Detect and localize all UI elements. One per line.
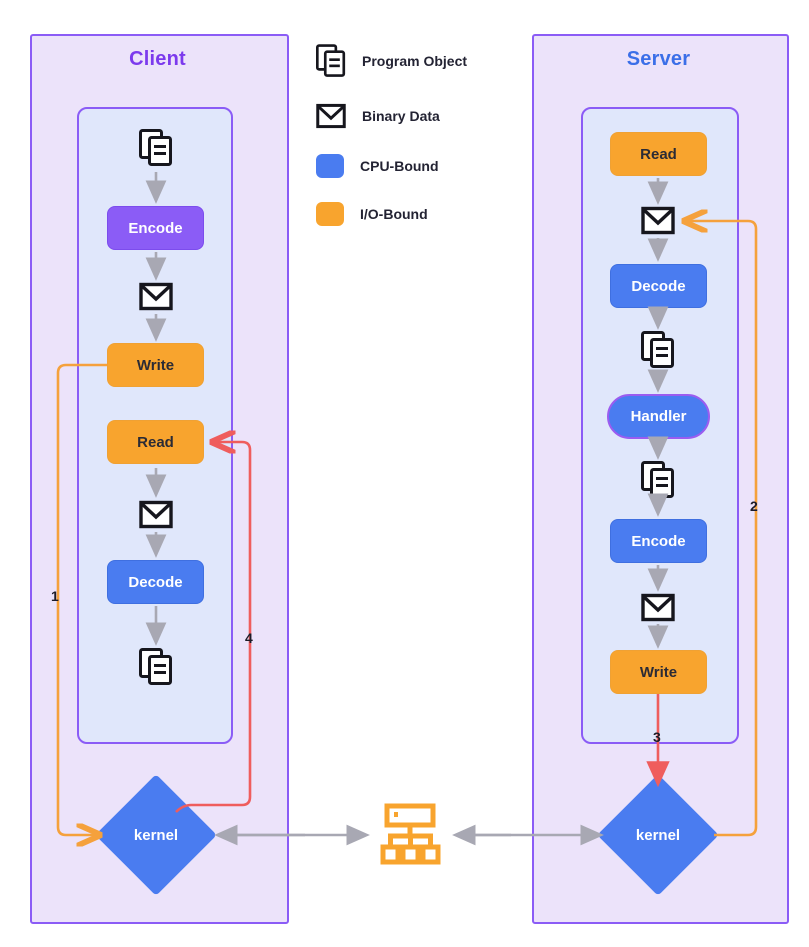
server-kernel-label: kernel: [635, 826, 681, 844]
client-binary-data-icon-inbound: [139, 500, 173, 534]
legend-label-binary-data: Binary Data: [362, 108, 440, 124]
server-encode-node[interactable]: Encode: [610, 519, 707, 563]
server-decode-node[interactable]: Decode: [610, 264, 707, 308]
flow-label-3: 3: [653, 729, 661, 745]
flow-label-4: 4: [245, 630, 253, 646]
server-write-label: Write: [639, 663, 678, 681]
server-binary-data-icon-inbound: [641, 206, 675, 240]
server-read-node[interactable]: Read: [610, 132, 707, 176]
client-decode-label: Decode: [128, 573, 183, 591]
legend-item-binary-data: Binary Data: [316, 100, 526, 132]
client-read-label: Read: [137, 433, 174, 451]
legend-item-io-bound: I/O-Bound: [316, 200, 526, 228]
client-encode-label: Encode: [128, 219, 183, 237]
client-program-object-icon-top: [139, 129, 173, 172]
client-kernel-label: kernel: [133, 826, 179, 844]
server-encode-label: Encode: [631, 532, 686, 550]
server-title: Server: [626, 48, 691, 70]
client-encode-node[interactable]: Encode: [107, 206, 204, 250]
client-write-node[interactable]: Write: [107, 343, 204, 387]
legend-label-io-bound: I/O-Bound: [360, 206, 428, 222]
client-read-node[interactable]: Read: [107, 420, 204, 464]
client-decode-node[interactable]: Decode: [107, 560, 204, 604]
legend-item-program-object: Program Object: [316, 42, 526, 80]
binary-data-icon: [316, 103, 346, 129]
client-binary-data-icon-outbound: [139, 282, 173, 316]
network-sitemap-icon: [379, 802, 441, 873]
flow-label-2: 2: [750, 498, 758, 514]
server-read-label: Read: [640, 145, 677, 163]
client-title: Client: [129, 48, 186, 70]
legend-label-cpu-bound: CPU-Bound: [360, 158, 439, 174]
server-write-node[interactable]: Write: [610, 650, 707, 694]
server-handler-node[interactable]: Handler: [607, 394, 710, 439]
server-decode-label: Decode: [631, 277, 686, 295]
server-program-object-icon-top: [641, 331, 675, 374]
server-program-object-icon-bottom: [641, 461, 675, 504]
cpu-bound-swatch: [316, 154, 344, 178]
server-binary-data-icon-outbound: [641, 593, 675, 627]
io-bound-swatch: [316, 202, 344, 226]
server-handler-label: Handler: [630, 408, 687, 425]
client-program-object-icon-bottom: [139, 648, 173, 691]
legend-item-cpu-bound: CPU-Bound: [316, 152, 526, 180]
program-object-icon: [316, 44, 346, 78]
flow-label-1: 1: [51, 588, 59, 604]
client-write-label: Write: [136, 356, 175, 374]
legend-label-program-object: Program Object: [362, 53, 468, 69]
